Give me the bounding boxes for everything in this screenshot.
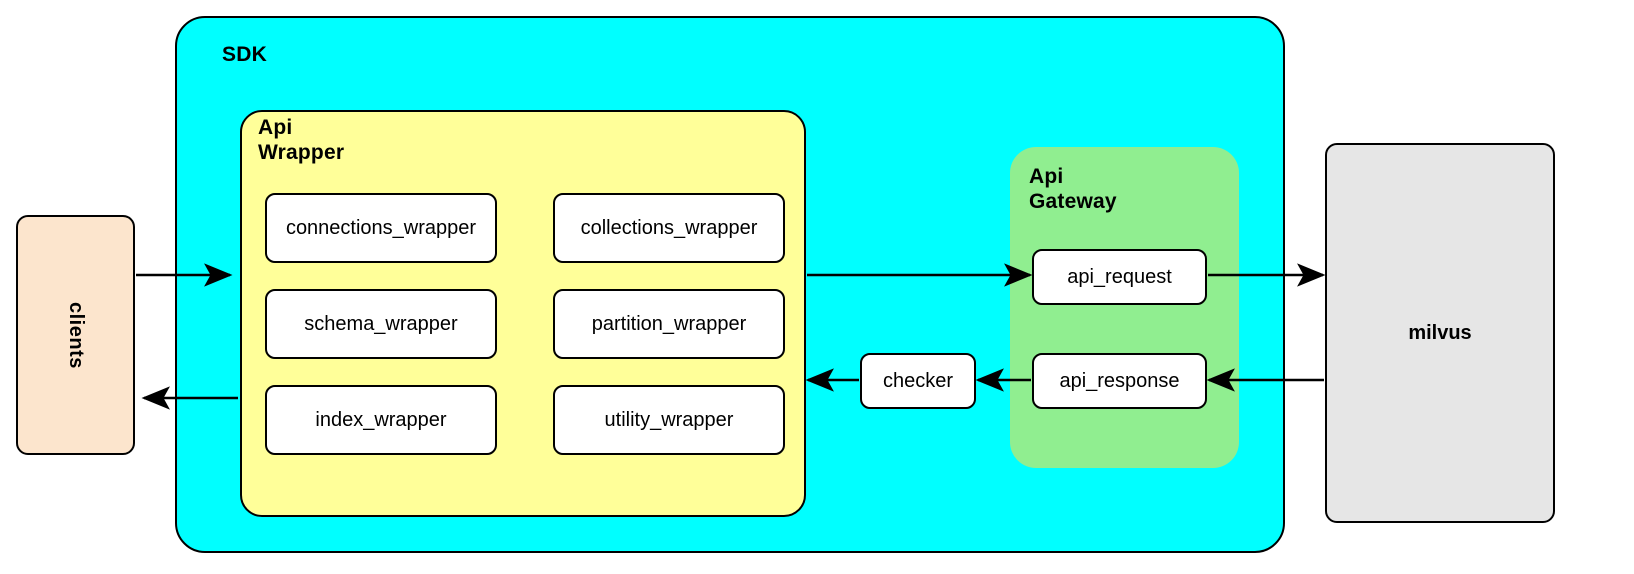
node-api-response-label: api_response (1059, 369, 1180, 392)
node-api-request-label: api_request (1067, 265, 1172, 288)
node-index-wrapper[interactable]: index_wrapper (265, 385, 497, 455)
node-partition-wrapper-label: partition_wrapper (591, 312, 747, 335)
node-checker-label: checker (882, 369, 954, 392)
node-clients-label: clients (65, 301, 87, 369)
node-milvus-label: milvus (1408, 321, 1472, 344)
node-collections-wrapper[interactable]: collections_wrapper (553, 193, 785, 263)
node-collections-wrapper-label: collections_wrapper (580, 216, 758, 239)
node-connections-wrapper-label: connections_wrapper (285, 216, 477, 239)
node-milvus[interactable]: milvus (1325, 143, 1555, 523)
node-api-request[interactable]: api_request (1032, 249, 1207, 305)
node-connections-wrapper[interactable]: connections_wrapper (265, 193, 497, 263)
container-api-gateway[interactable] (1010, 147, 1239, 468)
node-utility-wrapper[interactable]: utility_wrapper (553, 385, 785, 455)
container-api-gateway-label: Api Gateway (1029, 165, 1117, 213)
node-checker[interactable]: checker (860, 353, 976, 409)
node-schema-wrapper[interactable]: schema_wrapper (265, 289, 497, 359)
container-sdk-label: SDK (222, 43, 267, 66)
node-partition-wrapper[interactable]: partition_wrapper (553, 289, 785, 359)
node-schema-wrapper-label: schema_wrapper (304, 312, 458, 335)
node-utility-wrapper-label: utility_wrapper (604, 408, 734, 431)
node-api-response[interactable]: api_response (1032, 353, 1207, 409)
container-api-wrapper-label: Api Wrapper (258, 116, 345, 164)
node-index-wrapper-label: index_wrapper (315, 408, 447, 431)
node-clients[interactable]: clients (16, 215, 135, 455)
